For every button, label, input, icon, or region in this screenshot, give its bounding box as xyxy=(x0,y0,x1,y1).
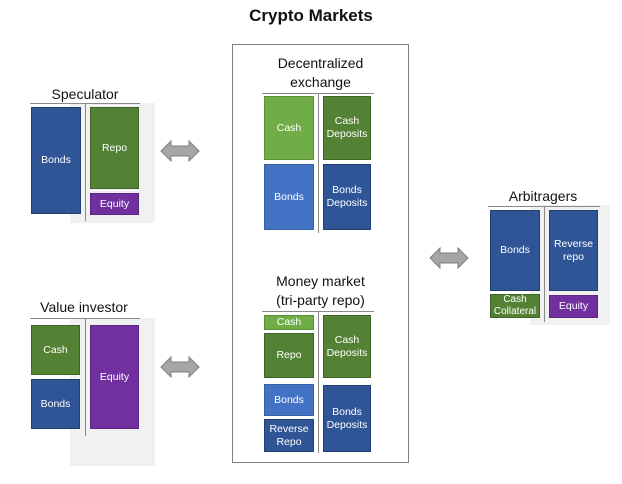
money-market-bonds-deposits-box: Bonds Deposits xyxy=(323,385,371,452)
arbitragers-title: Arbitragers xyxy=(508,188,578,204)
arbitragers-equity-box: Equity xyxy=(549,295,598,318)
money-market-bonds-box: Bonds xyxy=(264,384,314,416)
speculator-title: Speculator xyxy=(51,86,119,102)
value-investor-title: Value investor xyxy=(40,299,128,315)
arbitragers-bonds-box: Bonds xyxy=(490,210,540,291)
dex-cash-box: Cash xyxy=(264,96,314,160)
value-investor-bonds-box: Bonds xyxy=(31,379,80,429)
money-market-repo-box: Repo xyxy=(264,333,314,378)
value-investor-divider-v xyxy=(85,318,86,436)
speculator-equity-box: Equity xyxy=(90,193,139,215)
speculator-repo-box: Repo xyxy=(90,107,139,189)
money-market-cash-deposits-box: Cash Deposits xyxy=(323,315,371,378)
value-investor-equity-box: Equity xyxy=(90,325,139,429)
dex-divider-v xyxy=(318,93,319,233)
money-market-cash-box: Cash xyxy=(264,315,314,330)
dex-title-line1: Decentralized xyxy=(277,55,364,71)
arbitragers-cash-collateral-box: Cash Collateral xyxy=(490,294,540,318)
money-market-reverse-repo-box: Reverse Repo xyxy=(264,419,314,452)
money-market-title-line1: Money market xyxy=(276,273,365,289)
speculator-bonds-box: Bonds xyxy=(31,107,81,214)
value-investor-cash-box: Cash xyxy=(31,325,80,375)
double-arrow-icon-arbitragers xyxy=(429,246,469,270)
dex-bonds-deposits-box: Bonds Deposits xyxy=(323,164,371,230)
diagram-title: Crypto Markets xyxy=(249,6,373,25)
money-market-title-line2: (tri-party repo) xyxy=(276,292,365,308)
double-arrow-icon-value-investor xyxy=(160,355,200,379)
crypto-markets-container xyxy=(232,44,409,463)
double-arrow-icon-speculator xyxy=(160,139,200,163)
arbitragers-reverse-repo-box: Reverse repo xyxy=(549,210,598,291)
money-market-divider-v xyxy=(318,311,319,453)
speculator-divider-v xyxy=(85,103,86,221)
dex-bonds-box: Bonds xyxy=(264,164,314,230)
dex-cash-deposits-box: Cash Deposits xyxy=(323,96,371,160)
dex-title-line2: exchange xyxy=(290,74,351,90)
arbitragers-divider-v xyxy=(544,206,545,322)
